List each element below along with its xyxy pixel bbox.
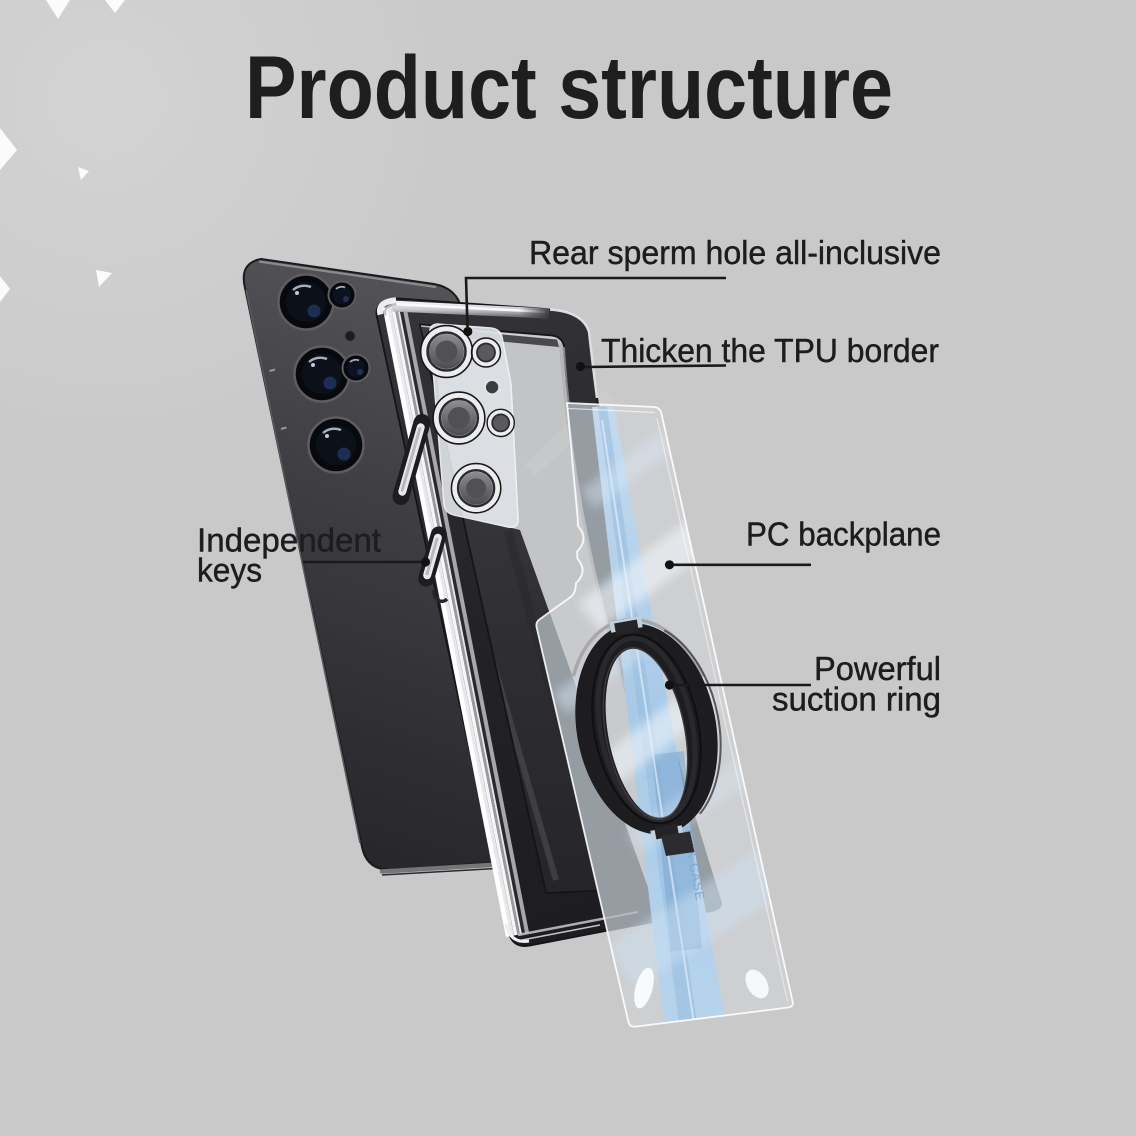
svg-text:Product structure: Product structure [245, 37, 893, 137]
svg-text:Thicken the TPU border: Thicken the TPU border [601, 332, 939, 369]
svg-text:Independent: Independent [197, 522, 381, 559]
svg-text:Rear sperm hole all-inclusive: Rear sperm hole all-inclusive [529, 234, 941, 271]
svg-text:keys: keys [197, 552, 262, 589]
svg-text:Powerful: Powerful [814, 650, 941, 687]
svg-text:PC backplane: PC backplane [746, 516, 941, 553]
svg-text:suction ring: suction ring [772, 681, 941, 718]
